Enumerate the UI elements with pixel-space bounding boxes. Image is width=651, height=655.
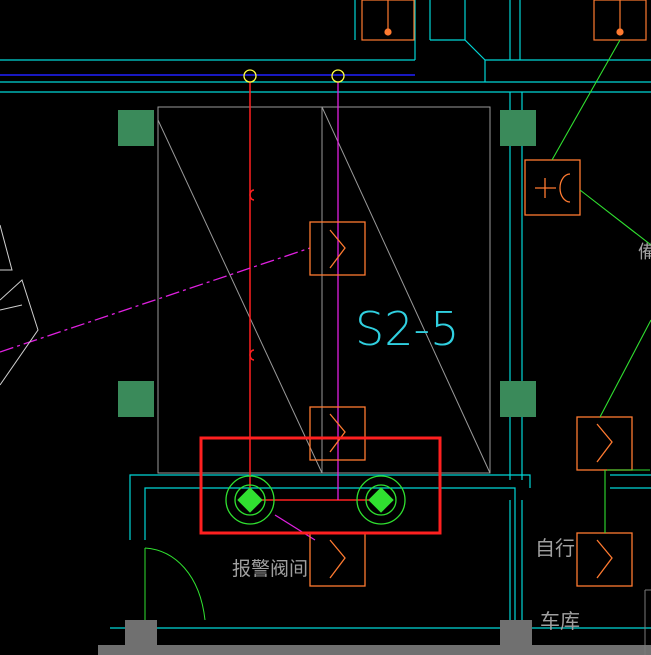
alarm-valve-room-label: 报警阀间 bbox=[232, 558, 308, 580]
door-arc-icon bbox=[144, 547, 206, 621]
top-sprinkler-boxes bbox=[361, 0, 647, 41]
zone-code-label: S2-5 bbox=[355, 302, 459, 356]
clipped-right-label: 備 bbox=[638, 242, 651, 263]
sprinkler-head-icon bbox=[309, 221, 633, 587]
green-leaders bbox=[551, 39, 651, 533]
riser-icon bbox=[243, 69, 345, 83]
red-pipe bbox=[249, 82, 381, 501]
garage-label: 车库 bbox=[540, 609, 580, 633]
right-grey-lines bbox=[644, 589, 651, 655]
bicycle-label: 自行 bbox=[535, 536, 575, 560]
magenta-pipe bbox=[0, 82, 339, 541]
selection-rectangle[interactable] bbox=[199, 436, 442, 535]
alarm-valve-icon bbox=[225, 475, 406, 525]
right-walls bbox=[509, 92, 523, 620]
stair-arrow-icon bbox=[0, 224, 39, 386]
electrical-socket-icon bbox=[524, 159, 581, 216]
top-walls bbox=[0, 0, 651, 93]
structural-columns bbox=[98, 110, 651, 655]
room-outline bbox=[157, 106, 491, 474]
